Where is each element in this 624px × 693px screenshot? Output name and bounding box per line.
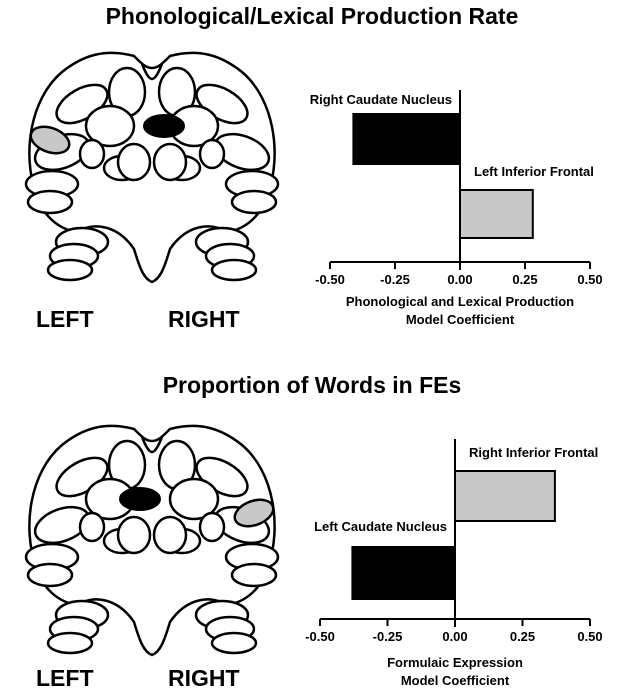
bar [459,189,534,239]
bar [454,470,556,522]
bar-label: Right Inferior Frontal [469,445,598,460]
x-tick-label: -0.50 [305,629,335,644]
highlight-gray-region [233,498,275,528]
left-label: LEFT [36,665,94,691]
x-tick-label: 0.25 [512,272,537,287]
x-tick-label: 0.25 [510,629,535,644]
bar-label: Left Inferior Frontal [474,164,594,179]
panel-formulaic: Proportion of Words in FEs [0,347,624,693]
brain-diagram [24,424,280,657]
x-tick-label: 0.50 [577,272,602,287]
x-tick-label: -0.25 [380,272,410,287]
left-label: LEFT [36,306,94,332]
right-label: RIGHT [168,306,240,332]
highlight-black-region [119,487,161,511]
x-tick-label: 0.00 [442,629,467,644]
bar-label: Left Caudate Nucleus [314,519,447,534]
panel-phonological: Phonological/Lexical Production Rate [0,0,624,346]
panel-title: Phonological/Lexical Production Rate [105,3,519,29]
bar [352,113,461,165]
highlight-black-region [143,114,185,138]
bar-label: Right Caudate Nucleus [310,92,452,107]
midline [140,63,164,81]
x-tick-label: -0.25 [373,629,403,644]
x-tick-label: 0.00 [447,272,472,287]
panel-title: Proportion of Words in FEs [162,372,462,398]
right-label: RIGHT [168,665,240,691]
midline [140,436,164,454]
brain-diagram [24,51,280,284]
highlight-gray-region [29,125,71,155]
x-tick-label: -0.50 [315,272,345,287]
x-tick-label: 0.50 [577,629,602,644]
bar [351,546,456,600]
